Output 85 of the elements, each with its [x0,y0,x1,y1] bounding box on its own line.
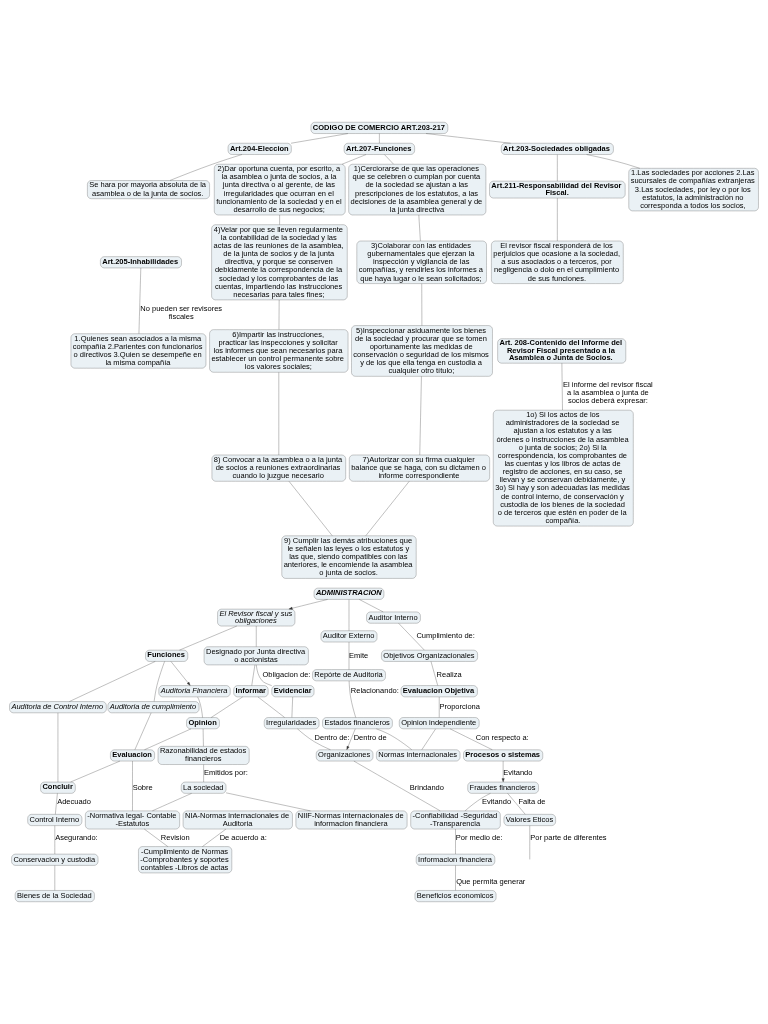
node-box: Opinion [186,717,220,729]
node-box: Control Interno [27,814,83,826]
arrow [288,599,328,610]
node-box: NIIF-Normas internacionales de informacion financiera [295,810,408,830]
node-box: Organizaciones [316,749,374,762]
node-box: Beneficios economicos [414,890,497,902]
edge-label: Realiza [436,670,462,680]
edge-label: No pueden ser revisores fiscales [140,303,223,321]
node-box: Procesos o sistemas [463,749,543,762]
node-box: NIA-Normas internacionales de Auditoria [182,810,293,830]
node-box: CODIGO DE COMERCIO ART.203-217 [310,122,448,134]
node-box: Evaluacion [110,749,155,762]
node-box: Art.207-Funciones [343,143,415,155]
node-box: ADMINISTRACION [313,587,385,600]
node-box: Repórte de Auditoria [312,669,386,682]
arrow [501,760,505,783]
node-box: 8) Convocar a la asamblea o a la junta de socios a reuniones extraordinarias cuando lo juzgue necesario [211,454,346,482]
node-box: Art. 208-Contenido del Informe del Revisor Fiscal presentado a la Asamblea o Junta de Socios. [497,338,626,364]
edge-label: Emite [349,650,369,660]
node-box: Art.204-Eleccion [227,143,292,155]
node-box: Informar [233,685,269,697]
node-box: Auditor Externo [320,630,378,643]
node-box: 2)Dar oportuna cuenta, por escrito, a la asamblea o junta de socios, a la junta directiva o al gerente, de las irregularidades que ocurran en el funcionamiento de la sociedad y en el desarrollo de sus negocios; [214,164,346,216]
node-box: Bienes de la Sociedad [15,890,95,902]
edge-label: Adecuado [57,797,91,807]
node-box: Evaluacion Objetiva [400,685,478,697]
node-box: Funciones [145,650,188,662]
node-box: Art.205-Inhabilidades [100,256,182,269]
node-box: 4)Velar por que se lleven regularmente la contabilidad de la sociedad y las actas de las reuniones de la asamblea, de la junta de socios y de la junta directiva, y porque se conserven debidamente la correspondencia de la sociedad y los comprobantes de las cuentas, impartiendo las instrucciones necesarias para tales fines; [211,224,348,301]
node-box: Auditoria de cumplimiento [107,701,200,713]
edge-label: Por parte de diferentes [530,832,607,842]
node-box: 6)Impartir las instrucciones, practicar las inspecciones y solicitar los informes que sean necesarios para establecer un control permanente sobre los valores sociales; [209,329,349,373]
node-box: Estados financieros [322,717,393,729]
node-box: Informacion financiera [416,853,495,866]
node-box: 1)Cerciorarse de que las operaciones que se celebren o cumplan por cuenta de la sociedad se ajustan a las prescripciones de los estatutos, a las decisiones de la asamblea general y de la junta directiva [348,164,487,216]
node-box: Conservacion y custodia [11,853,99,866]
edge-label: Con respecto a: [475,732,529,742]
node-box: 5)Inspeccionar asiduamente los bienes de la sociedad y procurar que se tomen oportunamente las medidas de conservación o seguridad de los mismos y de los que ella tenga en custodia a cualquier otro título; [351,325,493,377]
edge-label: Cumplimiento de: [416,631,475,641]
node-box: Concluir [40,781,76,794]
node-box: El revisor fiscal responderá de los perjuicios que ocasione a la sociedad, a sus asociados o a terceros, por negligencia o dolo en el cumplimiento de sus funciones. [491,240,624,284]
edge-label: Proporciona [439,702,480,712]
arrow [346,728,356,750]
edge-label: Revision [160,832,190,842]
edge-label: Brindando [409,782,444,792]
node-box: Normas internacionales [376,749,461,762]
edge-label: Evitando [503,768,533,778]
edge-label: Por medio de: [455,832,503,842]
node-box: Opinion independiente [399,717,480,729]
node-box: Fraudes financieros [467,781,539,794]
node-box: Auditor Interno [366,611,421,624]
node-box: La sociedad [181,781,227,794]
node-box: Objetivos Organizacionales [381,650,478,662]
node-box: Art.211-Responsabilidad del Revisor Fiscal. [489,181,626,199]
node-box: Se hara por mayoria absoluta de la asamblea o de la junta de socios. [87,180,210,199]
node-box: Evidenciar [271,685,315,697]
arrow [170,661,191,686]
node-box: Auditoria de Control Interno [9,701,107,713]
edge-label: Falta de [518,797,546,807]
node-box: Art.203-Sociedades obligadas [501,143,614,155]
edge-label: Que permita generar [456,876,526,886]
node-box: 1.Las sociedades por acciones 2.Las sucursales de compañías extranjeras 3.Las sociedades, por ley o por los estatutos, la administración no corresponda a todos los socios, [628,168,759,212]
edge-label: Obligacion de: [262,670,311,680]
node-box: 9) Cumplir las demás atribuciones que le señalen las leyes o los estatutos y las que, siendo compatibles con las anteriores, le encomiende la asamblea o junta de socios. [281,535,417,579]
node-box: 3)Colaborar con las entidades gubernamentales que ejerzan la inspección y vigilancia de las compañías, y rendirles los informes a que haya lugar o le sean solicitados; [356,240,487,284]
node-box: Valores Eticos [503,814,556,826]
edge-label: De acuerdo a: [219,832,267,842]
node-box: -Normativa legal- Contable -Estatutos [85,810,180,830]
node-box: Auditoria Financiera [158,685,231,697]
edge-label: Asegurando: [55,832,98,842]
node-box: 7)Autorizar con su firma cualquier balance que se haga, con su dictamen o informe correspondiente [349,454,490,482]
edge-label: Sobre [132,782,153,792]
node-box: 1.Quienes sean asociados a la misma compañía 2.Parientes con funcionarios o directivos 3.Quien se desempeñe en la misma compañía [70,333,207,369]
edge-label: Relacionando: [350,686,399,696]
node-box: 1o) Si los actos de los administradores de la sociedad se ajustan a los estatutos y a las órdenes o instrucciones de la asamblea o junta de socios; 2o) Si la correspondencia, los comprobantes de las cuentas y los libros de actas de registro de acciones, en su caso, se llevan y se conservan debidamente, y 3o) Si hay y son adecuadas las medidas de control interno, de conservación y custodia de los bienes de la sociedad o de terceros que estén en poder de la compañía. [493,410,634,527]
node-box: -Confiabilidad -Seguridad -Transparencia [410,810,501,830]
edge-label: Dentro de [353,732,387,742]
node-box: Razonabilidad de estados financieros [157,746,250,765]
edge-label: Dentro de: [314,732,350,742]
node-box: Irregularidades [264,717,320,729]
edge-label: Evitando [481,797,512,807]
node-box: Designado por Junta directiva o accionistas [203,646,309,666]
node-box: -Cumplimiento de Normas -Comprobantes y soportes contables -Libros de actas [138,846,232,874]
edge-label: El informe del revisor fiscal a la asamblea o junta de socios deberá expresar: [563,380,653,406]
edge-label: Emitidos por: [203,768,248,778]
